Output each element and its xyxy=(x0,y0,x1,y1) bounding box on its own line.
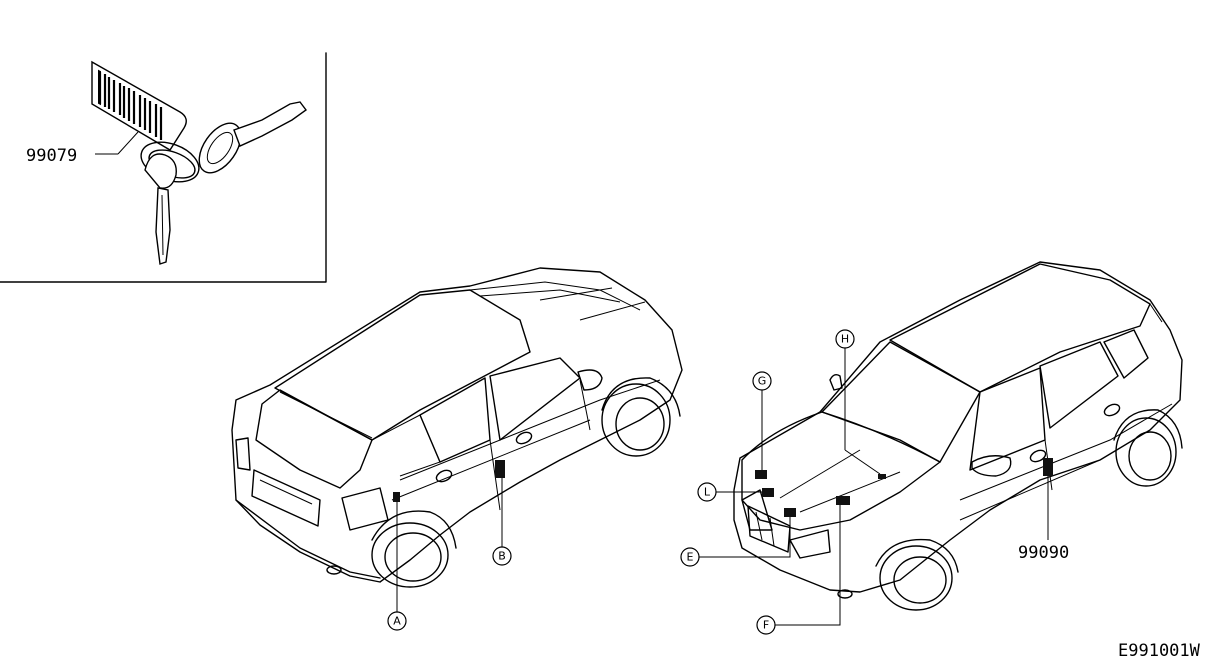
key-diagonal xyxy=(198,101,307,174)
label-sticker-99090 xyxy=(1043,458,1053,476)
callout-b xyxy=(492,546,512,566)
callout-l-text: L xyxy=(704,486,711,499)
label-sticker-b xyxy=(495,460,505,478)
part-number-99079: 99079 xyxy=(26,146,77,166)
callout-h xyxy=(835,329,855,349)
callout-f xyxy=(756,615,776,635)
callout-f-text: F xyxy=(763,619,769,632)
callout-e xyxy=(680,547,700,567)
barcode-tag xyxy=(91,60,187,151)
car-rear-view: A B xyxy=(231,267,683,631)
callout-a-text: A xyxy=(393,615,401,628)
callout-h-text: H xyxy=(841,333,849,346)
label-sticker-g xyxy=(755,470,767,479)
car-front-view: G H L E F 99090 xyxy=(680,261,1183,635)
label-sticker-a xyxy=(393,492,400,502)
callout-b-text: B xyxy=(498,550,506,563)
part-number-99090: 99090 xyxy=(1018,543,1069,563)
inset-frame xyxy=(0,52,327,283)
key-vertical xyxy=(144,153,177,265)
front-wheel-front-view xyxy=(875,538,959,611)
callout-g-text: G xyxy=(758,375,767,388)
label-sticker-h xyxy=(878,474,886,479)
callout-e-text: E xyxy=(687,551,694,564)
callout-l xyxy=(697,482,717,502)
front-wheel xyxy=(601,377,681,457)
label-sticker-f xyxy=(836,496,850,505)
callout-a xyxy=(387,611,407,631)
rear-wheel xyxy=(371,510,457,588)
callout-g xyxy=(752,371,772,391)
label-sticker-l xyxy=(762,488,774,497)
key-inset: 99079 xyxy=(0,52,327,283)
figure-code: E991001W xyxy=(1118,641,1201,661)
label-sticker-e xyxy=(784,508,796,517)
rear-wheel-front-view xyxy=(1113,409,1183,487)
